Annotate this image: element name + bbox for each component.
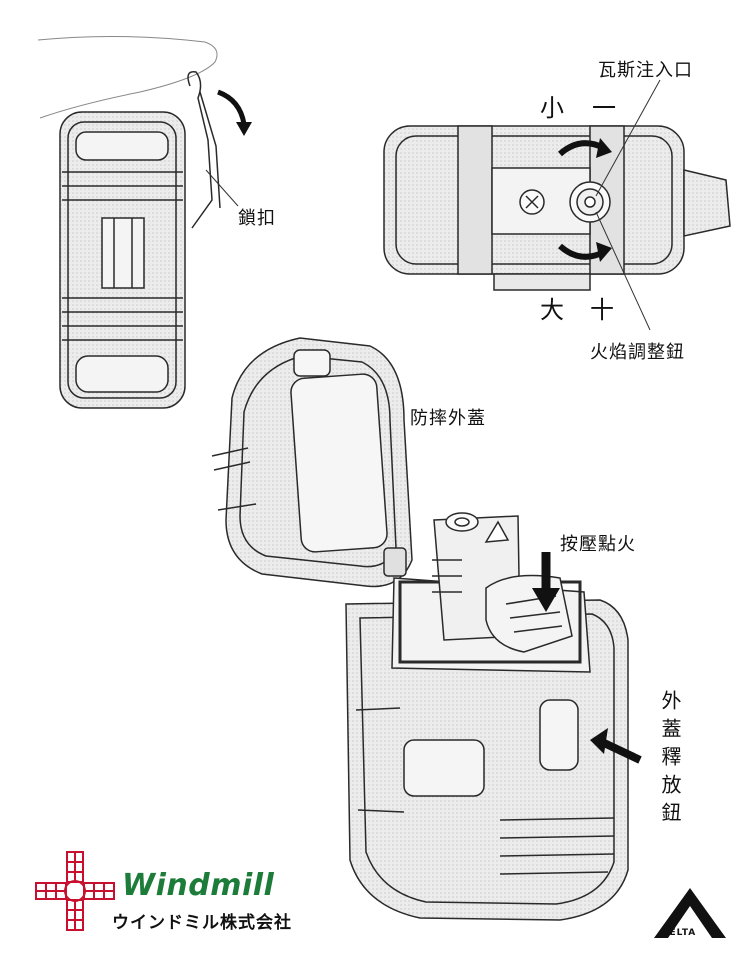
press-ignite-label: 按壓點火 [560,534,636,555]
brand-company: ウインドミル株式会社 [112,913,292,933]
windmill-logo [35,851,115,931]
delta-logo [654,888,726,938]
clip-label: 鎖扣 [238,208,276,229]
pocket-clip-view [37,35,221,409]
brand-name: Windmill [122,868,275,903]
bottom-view [383,125,731,291]
release-arrow [600,738,642,764]
cover-release-label: 外蓋釋放鈕 [658,690,682,830]
clip-arrow [217,89,247,125]
open-lighter [211,337,629,921]
delta-logo-text: DELTA [661,928,697,938]
flame-knob-label: 火焰調整鈕 [590,342,685,363]
small-label: 小 [540,94,574,122]
plus-label: 十 [590,296,624,324]
large-label: 大 [540,296,574,324]
minus-label: 一 [592,94,626,122]
shock-cover-label: 防摔外蓋 [410,408,486,429]
gas-inlet-label: 瓦斯注入口 [598,60,693,81]
